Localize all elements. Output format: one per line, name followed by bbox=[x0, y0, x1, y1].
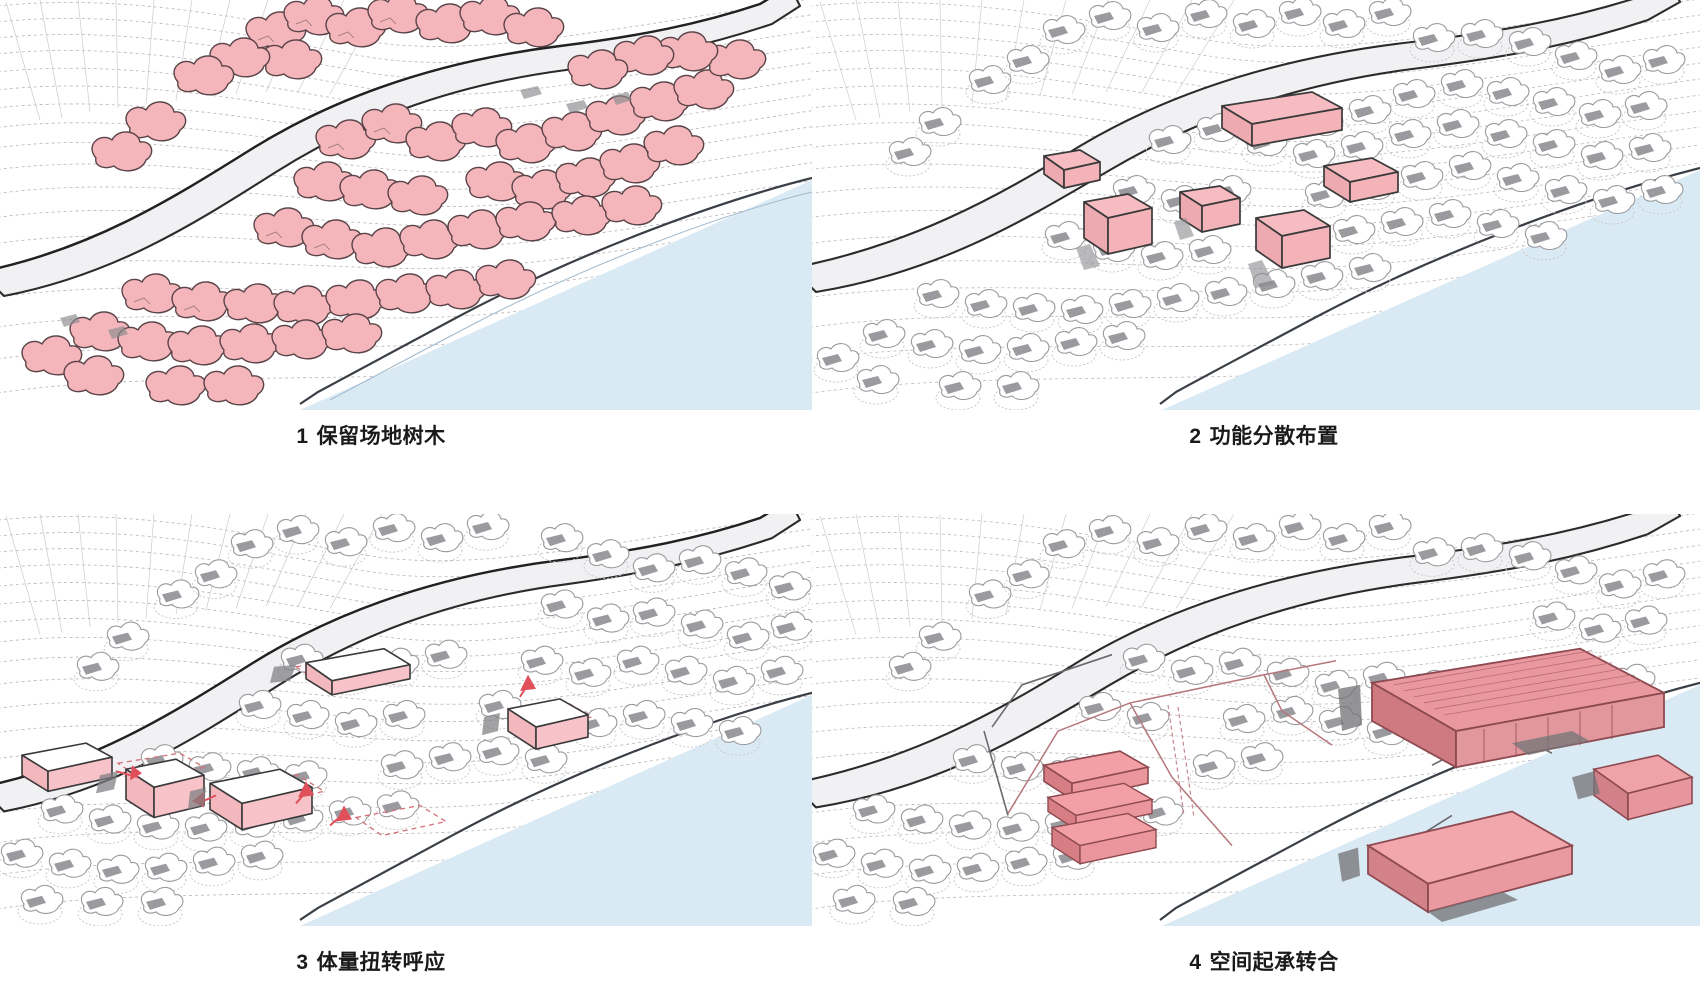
volume-mid-box bbox=[1179, 185, 1241, 233]
service-block bbox=[1592, 754, 1694, 822]
panel-cell-4: 4 空间起承转合 bbox=[812, 494, 1700, 989]
panel-4-number: 4 bbox=[1189, 951, 1202, 974]
diagram-panel-4[interactable] bbox=[812, 514, 1700, 926]
panel-2-number: 2 bbox=[1189, 425, 1202, 448]
panel-3-stage bbox=[0, 514, 812, 926]
volume-wide-box bbox=[1323, 157, 1399, 203]
panel-4-caption: 4 空间起承转合 bbox=[820, 946, 1700, 976]
road bbox=[812, 514, 1682, 809]
final-complex bbox=[983, 647, 1694, 922]
panel-1-caption: 1 保留场地树木 bbox=[0, 420, 777, 450]
rotated-volume-a bbox=[305, 647, 411, 696]
diagram-panel-2[interactable] bbox=[812, 0, 1700, 410]
panel-1-number: 1 bbox=[296, 425, 309, 448]
panel-4-stage bbox=[812, 514, 1700, 926]
volume-small-box bbox=[1043, 149, 1101, 189]
tree-cluster-highlighted bbox=[21, 0, 767, 406]
rotated-volumes bbox=[21, 647, 594, 837]
rotated-volume-b bbox=[21, 742, 113, 793]
rotated-volume-d bbox=[209, 768, 313, 831]
building-shadows bbox=[96, 664, 500, 810]
diagram-panel-3[interactable] bbox=[0, 514, 812, 926]
panel-3-caption: 3 体量扭转呼应 bbox=[0, 946, 777, 976]
tree-shadows bbox=[60, 86, 632, 339]
massing-volumes bbox=[1043, 91, 1399, 269]
road bbox=[812, 0, 1682, 294]
panel-2-caption: 2 功能分散布置 bbox=[820, 420, 1700, 450]
panel-cell-3: 3 体量扭转呼应 bbox=[0, 494, 812, 989]
rotated-volume-e bbox=[507, 698, 589, 750]
panel-1-stage bbox=[0, 0, 812, 410]
panel-1-caption-text: 保留场地树木 bbox=[316, 425, 446, 448]
panel-cell-1: 1 保留场地树木 bbox=[0, 0, 812, 494]
stepped-terraces bbox=[1041, 750, 1158, 865]
dashed-connector bbox=[1167, 704, 1195, 818]
panel-4-caption-text: 空间起承转合 bbox=[1209, 951, 1339, 974]
volume-cube bbox=[1255, 209, 1331, 269]
volume-slab bbox=[1221, 91, 1343, 147]
rotation-arrows bbox=[115, 674, 536, 827]
diagram-panel-1[interactable] bbox=[0, 0, 812, 410]
volume-tall-box bbox=[1083, 193, 1153, 255]
main-bar-building bbox=[1369, 647, 1667, 769]
site-paths bbox=[1007, 659, 1337, 847]
panel-2-caption-text: 功能分散布置 bbox=[1209, 425, 1339, 448]
panel-3-caption-text: 体量扭转呼应 bbox=[316, 951, 446, 974]
building-shadows bbox=[1338, 684, 1600, 922]
water-body bbox=[299, 176, 812, 410]
panel-3-number: 3 bbox=[296, 951, 309, 974]
building-shadows bbox=[1076, 218, 1274, 288]
panel-2-stage bbox=[812, 0, 1700, 410]
panel-cell-2: 2 功能分散布置 bbox=[812, 0, 1700, 494]
